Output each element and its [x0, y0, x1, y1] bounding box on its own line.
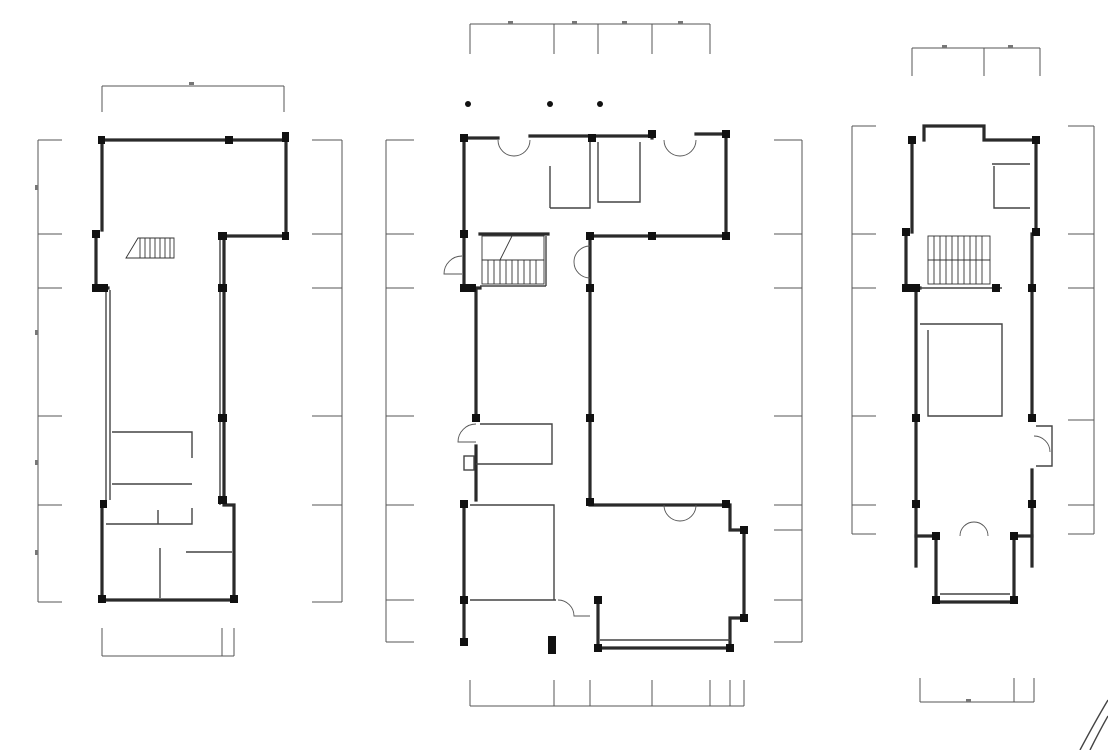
- plan-left-dimension-left: [35, 139, 62, 603]
- plan-right: [851, 45, 1095, 703]
- plan-right-dimension-left: [851, 125, 876, 535]
- plan-right-walls: [904, 124, 1053, 604]
- plan-center-dimension-right: [774, 139, 803, 643]
- plan-center: [385, 21, 803, 707]
- plan-left-dimension-right: [312, 139, 343, 603]
- plan-center-dimension-top: [465, 21, 711, 107]
- plan-center-stair: [481, 235, 545, 285]
- plan-right-dimension-right: [1068, 125, 1095, 535]
- plan-left-dimension-bottom: [101, 628, 235, 657]
- plan-left-stair: [125, 237, 175, 259]
- plan-left: [35, 82, 343, 657]
- plan-center-doors: [443, 139, 697, 617]
- plan-left-columns: [92, 132, 289, 603]
- plan-center-columns: [460, 130, 748, 654]
- plan-left-walls: [94, 138, 288, 602]
- plan-center-dimension-left: [385, 139, 414, 643]
- plan-right-columns: [902, 136, 1040, 604]
- plan-right-dimension-top: [911, 45, 1041, 76]
- plan-right-doors: [959, 435, 1051, 537]
- plan-left-dimension-top: [101, 82, 285, 112]
- plan-center-dimension-bottom: [469, 680, 745, 707]
- plan-right-stair: [927, 235, 991, 285]
- corner-fragment: [1079, 699, 1108, 750]
- plan-center-walls: [462, 130, 746, 650]
- plan-right-dimension-bottom: [919, 678, 1035, 703]
